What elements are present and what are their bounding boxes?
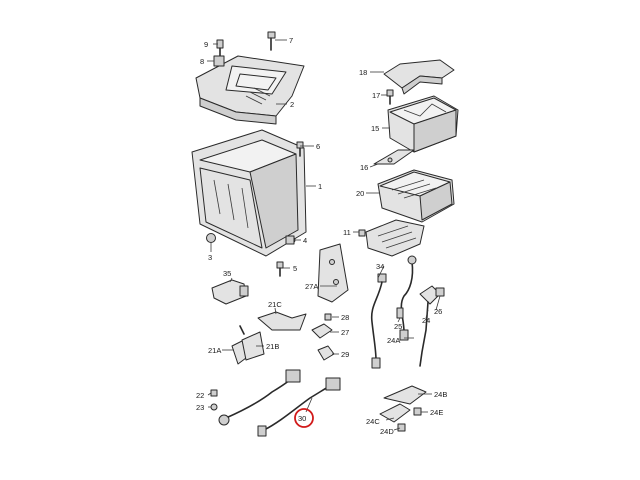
callout-labels: 9 7 8 2 6 1 3 4 5 18 17 15 16 20 11 27A …: [196, 36, 447, 436]
callout-30-highlight-ring: [294, 408, 314, 428]
callout-27A: 27A: [305, 282, 318, 291]
sensor-part-30: [257, 377, 341, 437]
grommet-part-8: [213, 55, 225, 67]
bracket-plate-part-27A: [317, 243, 349, 303]
callout-24E: 24E: [430, 408, 443, 417]
callout-6: 6: [316, 142, 320, 151]
callout-20: 20: [356, 189, 364, 198]
callout-23: 23: [196, 403, 204, 412]
callout-25: 25: [394, 322, 402, 331]
leader-lines: [207, 39, 441, 431]
screw-part-11: [358, 229, 366, 237]
connector-part-26: [435, 287, 445, 297]
screw-part-24E: [413, 407, 422, 416]
screw-part-17: [386, 89, 394, 105]
callout-24A: 24A: [387, 336, 400, 345]
washer-part-23: [210, 403, 218, 411]
callout-29: 29: [341, 350, 349, 359]
callout-4: 4: [303, 236, 307, 245]
callout-5: 5: [293, 264, 297, 273]
tray-part: [365, 219, 425, 257]
grommet-part-3: [206, 233, 216, 243]
callout-30: 30: [298, 414, 306, 423]
callout-15: 15: [371, 124, 379, 133]
screw-part-22: [210, 389, 218, 397]
clip-part-4: [285, 235, 295, 245]
bracket-part-21B: [239, 325, 265, 361]
bracket-part-24B: [383, 385, 427, 405]
callout-28: 28: [341, 313, 349, 322]
screw-part-5: [276, 261, 284, 277]
callout-21C: 21C: [268, 300, 282, 309]
screw-part-6: [296, 141, 304, 157]
callout-1: 1: [318, 182, 322, 191]
clip-part-24C: [379, 403, 411, 423]
callout-24D: 24D: [380, 427, 394, 436]
callout-21A: 21A: [208, 346, 221, 355]
callout-11: 11: [343, 228, 351, 237]
callout-17: 17: [372, 91, 380, 100]
bracket-part-18: [383, 59, 455, 95]
bracket-part-21C: [257, 311, 307, 331]
callout-35: 35: [223, 269, 231, 278]
callout-18: 18: [359, 68, 367, 77]
callout-27: 27: [341, 328, 349, 337]
control-unit-part-20: [377, 169, 455, 223]
callout-24: 24: [422, 316, 430, 325]
callout-8: 8: [200, 57, 204, 66]
callout-24C: 24C: [366, 417, 380, 426]
sensor-part-24A: [399, 255, 417, 341]
clip-part-25: [396, 307, 404, 319]
connector-part-27: [311, 323, 333, 339]
sensor-part-35: [211, 279, 249, 305]
callout-7: 7: [289, 36, 293, 45]
bracket-part-16: [373, 149, 415, 165]
callout-16: 16: [360, 163, 368, 172]
callout-22: 22: [196, 391, 204, 400]
callout-26: 26: [434, 307, 442, 316]
control-unit-part-15: [387, 95, 459, 153]
callout-9: 9: [204, 40, 208, 49]
screw-part-24D: [397, 423, 406, 432]
ecu-cover-part: [195, 55, 305, 125]
clip-part-29: [317, 345, 335, 361]
sensor-part-34: [370, 273, 387, 369]
callout-34: 34: [376, 262, 384, 271]
callout-2: 2: [290, 100, 294, 109]
screw-part-28: [324, 313, 332, 321]
screw-part-7: [267, 31, 276, 51]
callout-21B: 21B: [266, 342, 279, 351]
ecu-housing-part: [191, 129, 307, 257]
knock-sensor-part: [218, 369, 301, 426]
sensor-part-24: [419, 285, 441, 367]
screw-part-9: [216, 39, 224, 57]
callout-3: 3: [208, 253, 212, 262]
callout-24B: 24B: [434, 390, 447, 399]
